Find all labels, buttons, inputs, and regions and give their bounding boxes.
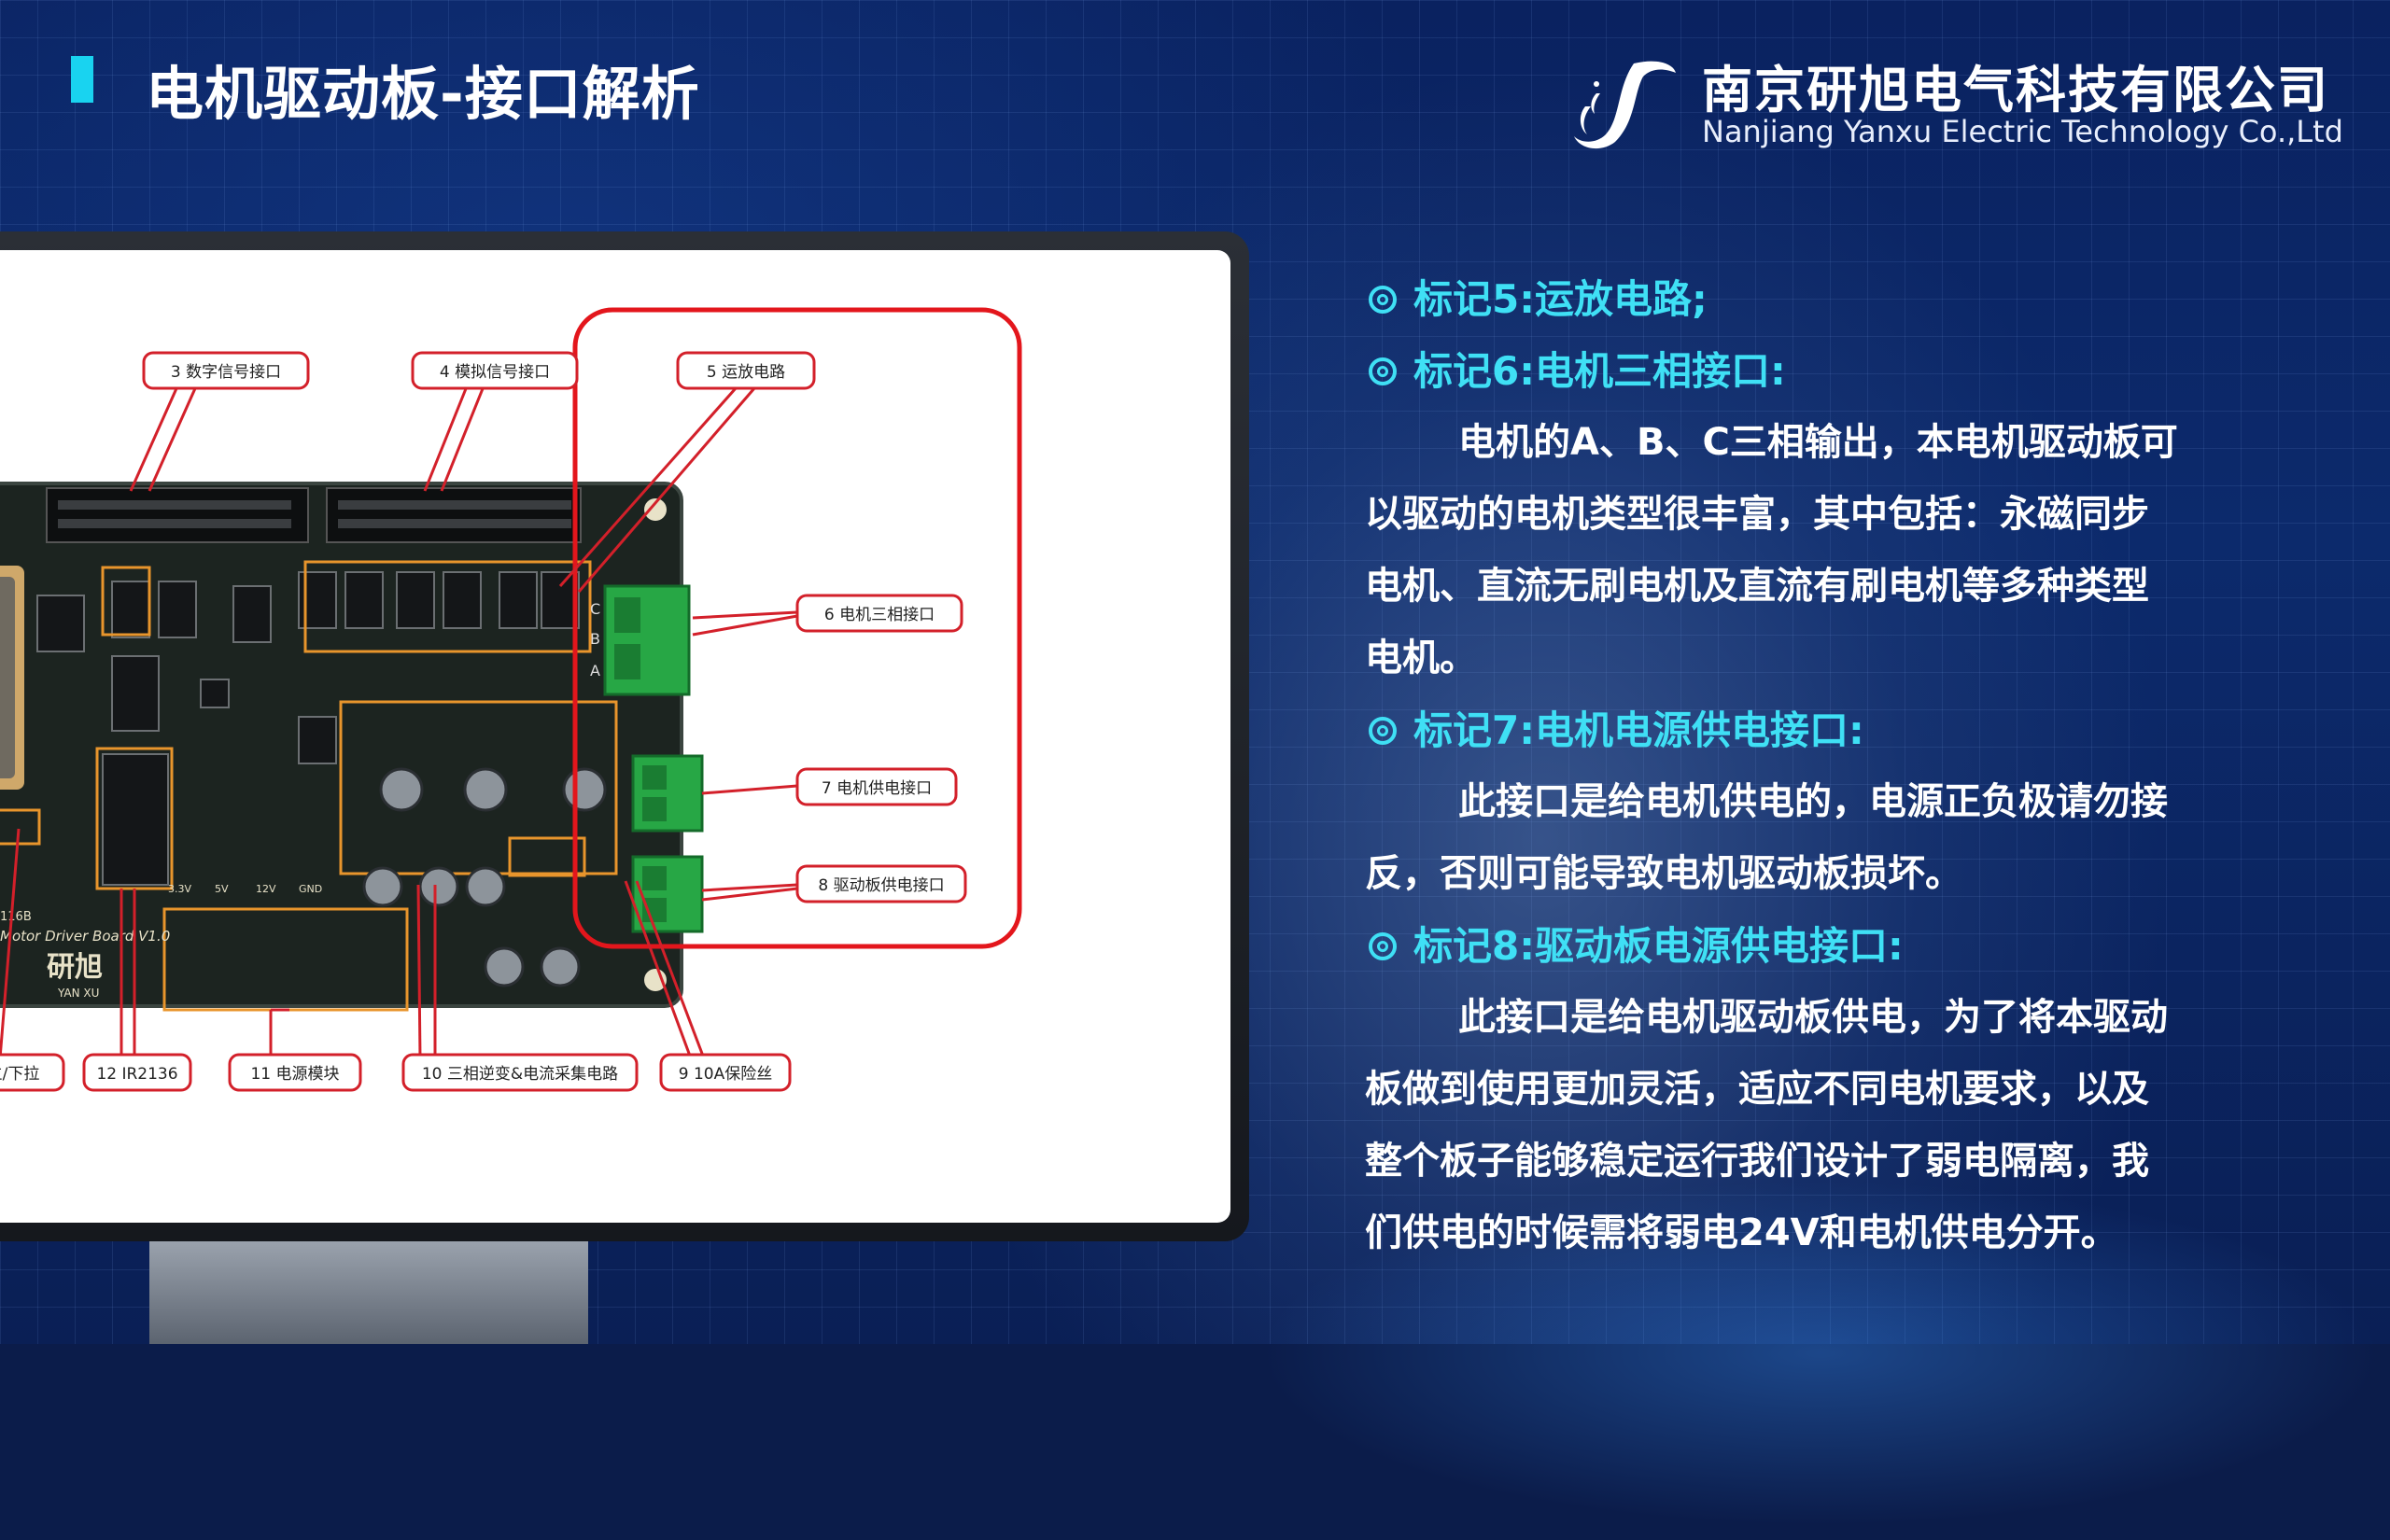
label-ir2136: 12 IR2136 <box>96 1065 177 1084</box>
label-box <box>676 351 816 390</box>
silk-logo-sub: YAN XU <box>57 987 99 1000</box>
label-box <box>142 351 310 390</box>
terminal-connectors <box>603 584 704 933</box>
phase-letter: B <box>590 630 600 648</box>
phase-letter: A <box>590 662 600 679</box>
label-box <box>795 767 958 806</box>
title-accent-bar <box>71 56 93 103</box>
label-motor-power: 7 电机供电接口 <box>822 779 932 798</box>
silk-text: Motor Driver Board V1.0 <box>0 928 170 945</box>
monitor-stand <box>149 1241 588 1344</box>
label-box <box>82 1053 192 1092</box>
mounting-hole <box>644 498 667 521</box>
label-analog-signal: 4 模拟信号接口 <box>440 363 550 382</box>
mark-5-heading: 标记5:运放电路; <box>1365 263 2308 335</box>
rail-label: 5V <box>215 883 229 895</box>
label-box <box>411 351 579 390</box>
mark-6-paragraph: 电机的A、B、C三相输出，本电机驱动板可 以驱动的电机类型很丰富，其中包括：永磁… <box>1365 421 2178 679</box>
bullet-ring-icon <box>1369 931 1397 960</box>
mark-7-paragraph: 此接口是给电机供电的，电源正负极请勿接 反，否则可能导致电机驱动板损坏。 <box>1365 780 2168 895</box>
mark-7-heading: 标记7:电机电源供电接口: <box>1365 694 2308 766</box>
mark-8-paragraph: 此接口是给电机驱动板供电，为了将本驱动 板做到使用更加灵活，适应不同电机要求，以… <box>1365 996 2168 1254</box>
monitor-screen: C B A 3.3V 5V 12V GND 116B Motor Driver … <box>0 250 1230 1223</box>
label-box <box>659 1053 792 1092</box>
silk-code: 116B <box>0 910 32 924</box>
label-fuse: 9 10A保险丝 <box>679 1065 772 1084</box>
analog-header <box>326 487 582 543</box>
label-box <box>0 1053 65 1092</box>
mark-8-heading: 标记8:驱动板电源供电接口: <box>1365 910 2308 982</box>
bullet-ring-icon <box>1369 716 1397 745</box>
label-inverter: 10 三相逆变&电流采集电路 <box>422 1065 618 1084</box>
board-diagram: C B A 3.3V 5V 12V GND 116B Motor Driver … <box>0 307 1022 1092</box>
company-logo-icon <box>1574 61 1676 149</box>
rail-label: 3.3V <box>168 883 191 895</box>
label-box <box>795 594 963 633</box>
description-panel: 标记5:运放电路; 标记6:电机三相接口: 电机的A、B、C三相输出，本电机驱动… <box>1365 263 2308 1269</box>
mark-6-heading: 标记6:电机三相接口: <box>1365 335 2308 407</box>
label-digital-signal: 3 数字信号接口 <box>171 363 281 382</box>
highlight-box <box>572 307 1022 949</box>
label-motor-phase: 6 电机三相接口 <box>824 606 935 624</box>
phase-letter: C <box>590 600 600 618</box>
rail-label: 12V <box>256 883 276 895</box>
bullet-ring-icon <box>1369 357 1397 385</box>
bullet-ring-icon <box>1369 285 1397 314</box>
label-pullup: 立/下拉 <box>0 1065 39 1084</box>
label-opamp: 5 运放电路 <box>707 363 785 382</box>
label-box <box>228 1053 362 1092</box>
rail-label: GND <box>299 883 322 895</box>
label-power-module: 11 电源模块 <box>250 1065 339 1084</box>
digital-header <box>46 487 309 543</box>
company-name-en: Nanjiang Yanxu Electric Technology Co.,L… <box>1702 114 2343 149</box>
label-box <box>795 864 967 903</box>
silk-logo: 研旭 <box>47 951 103 984</box>
label-board-power: 8 驱动板供电接口 <box>818 876 944 895</box>
label-box <box>401 1053 639 1092</box>
company-name-cn: 南京研旭电气科技有限公司 <box>1702 61 2329 119</box>
page-title: 电机驱动板-接口解析 <box>146 60 700 128</box>
